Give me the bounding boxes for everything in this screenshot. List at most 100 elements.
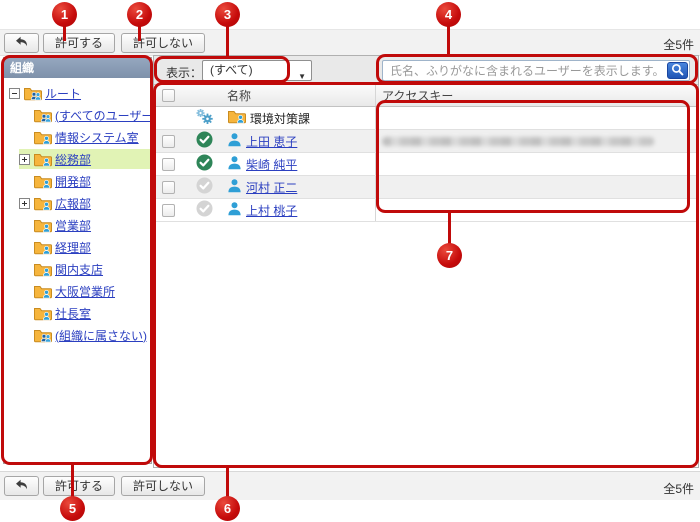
user-name-link[interactable]: 柴崎 純平 [246, 157, 298, 172]
granted-check-icon [196, 131, 213, 151]
top-toolbar: 許可する 許可しない 全5件 [0, 29, 700, 56]
user-list-panel: 表示： (すべて) ▼ 名称 アクセスキー [153, 55, 699, 468]
org-folder-user-icon [33, 240, 52, 255]
callout-2: 2 [127, 2, 152, 27]
user-icon [227, 178, 242, 196]
org-folder-user-icon [33, 196, 52, 211]
org-folder-user-icon [33, 306, 52, 321]
display-filter-select[interactable]: (すべて) ▼ [202, 60, 312, 81]
row-checkbox[interactable] [161, 157, 175, 171]
access-key-cell [375, 176, 698, 198]
user-name-link[interactable]: 上田 恵子 [246, 134, 298, 149]
tree-item-org: 開発部 [4, 170, 151, 192]
total-count: 全5件 [663, 482, 694, 496]
row-checkbox[interactable] [161, 203, 175, 217]
callout-3: 3 [215, 2, 240, 27]
operation-admin-gears-icon [195, 108, 214, 128]
tree-item-org: 経理部 [4, 236, 151, 258]
tree-link[interactable]: 経理部 [55, 240, 92, 255]
deny-button[interactable]: 許可しない [121, 476, 206, 496]
org-folder-user-icon [33, 262, 52, 277]
tree-item-org: 情報システム室 [4, 126, 151, 148]
select-all-checkbox[interactable] [161, 89, 175, 102]
user-search-input[interactable] [382, 60, 690, 81]
table-row-group: 環境対策課 [154, 107, 698, 130]
tree-item-org: 社長室 [4, 302, 151, 324]
allow-button[interactable]: 許可する [43, 33, 116, 53]
tree-link[interactable]: 営業部 [55, 218, 92, 233]
user-icon [227, 155, 242, 173]
search-icon [671, 63, 684, 79]
row-checkbox[interactable] [161, 180, 175, 194]
display-filter-value: (すべて) [210, 63, 253, 77]
org-folder-user-icon [227, 109, 246, 127]
org-folder-users-icon [33, 328, 52, 343]
bottom-toolbar: 許可する 許可しない 全5件 [0, 471, 700, 500]
display-filter-label: 表示： [166, 66, 203, 80]
organization-panel-title: 組織 [4, 58, 151, 78]
tree-item-org-selected: 総務部 [4, 148, 151, 170]
tree-link[interactable]: 関内支店 [55, 262, 104, 277]
org-folder-user-icon [33, 130, 52, 145]
back-arrow-icon [15, 34, 28, 52]
not-granted-check-icon [196, 200, 213, 220]
org-folder-user-icon [33, 174, 52, 189]
tree-item-unassigned: (組織に属さない) [4, 324, 151, 346]
tree-item-org: 広報部 [4, 192, 151, 214]
group-name: 環境対策課 [250, 111, 311, 126]
org-folder-user-icon [33, 152, 52, 167]
user-search-box [382, 60, 690, 81]
total-count: 全5件 [663, 38, 694, 52]
tree-link[interactable]: 開発部 [55, 174, 92, 189]
row-checkbox[interactable] [161, 134, 175, 148]
org-folder-users-icon [33, 108, 52, 123]
chevron-down-icon: ▼ [298, 72, 306, 81]
tree-link[interactable]: (すべてのユーザー) [55, 108, 158, 123]
filter-bar: 表示： (すべて) ▼ [154, 56, 698, 85]
tree-item-org: 関内支店 [4, 258, 151, 280]
deny-button[interactable]: 許可しない [121, 33, 206, 53]
table-row-user: 上村 桃子 [154, 199, 698, 222]
table-row-user: 上田 恵子 [154, 130, 698, 153]
table-row-user: 柴崎 純平 [154, 153, 698, 176]
user-icon [227, 132, 242, 150]
callout-4: 4 [436, 2, 461, 27]
tree-item-root: ルート [4, 82, 151, 104]
access-key-cell [375, 199, 698, 221]
access-key-cell [375, 130, 698, 152]
search-button[interactable] [667, 62, 688, 79]
org-folder-user-icon [33, 218, 52, 233]
back-button[interactable] [4, 33, 39, 53]
user-name-link[interactable]: 河村 正二 [246, 180, 298, 195]
access-key-column-header: アクセスキー [375, 85, 698, 106]
user-icon [227, 201, 242, 219]
access-key-cell [375, 107, 698, 129]
tree-item-org: 大阪営業所 [4, 280, 151, 302]
back-button[interactable] [4, 476, 39, 496]
collapse-icon[interactable] [9, 87, 20, 99]
allow-button[interactable]: 許可する [43, 476, 116, 496]
table-header-row: 名称 アクセスキー [154, 85, 698, 107]
user-name-link[interactable]: 上村 桃子 [246, 203, 298, 218]
tree-link[interactable]: 広報部 [55, 196, 92, 211]
tree-link[interactable]: (組織に属さない) [55, 328, 147, 343]
organization-tree: ルート (すべてのユーザー) 情報システム室 [4, 82, 157, 346]
expand-icon[interactable] [19, 153, 30, 165]
tree-item-org: 営業部 [4, 214, 151, 236]
access-key-redacted [382, 136, 654, 146]
tree-link[interactable]: 社長室 [55, 306, 92, 321]
callout-1: 1 [52, 2, 77, 27]
access-key-cell [375, 153, 698, 175]
tree-link[interactable]: ルート [45, 86, 82, 101]
table-row-user: 河村 正二 [154, 176, 698, 199]
tree-link[interactable]: 大阪営業所 [55, 284, 116, 299]
granted-check-icon [196, 154, 213, 174]
tree-item-all-users: (すべてのユーザー) [4, 104, 157, 126]
org-folder-users-icon [23, 86, 42, 101]
tree-link[interactable]: 総務部 [55, 152, 92, 167]
expand-icon[interactable] [19, 197, 30, 209]
name-column-header: 名称 [227, 89, 252, 103]
tree-link[interactable]: 情報システム室 [55, 130, 139, 145]
org-folder-user-icon [33, 284, 52, 299]
